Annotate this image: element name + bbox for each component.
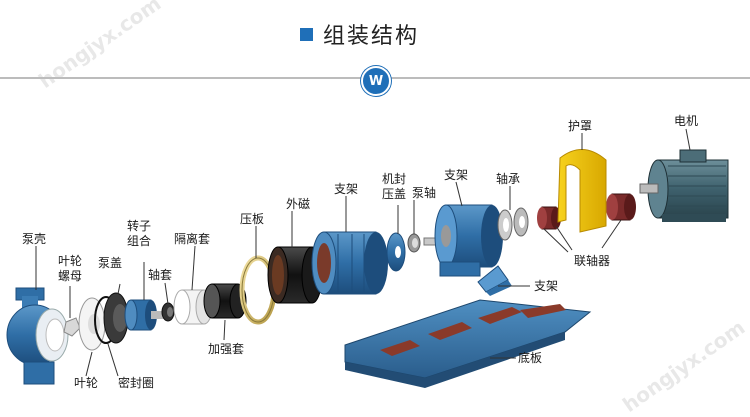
bracket-c-shape xyxy=(477,265,512,296)
pump-casing-shape xyxy=(6,287,69,385)
label-outer-magnet: 外磁 xyxy=(286,197,311,211)
label-pump-cover: 泵盖 xyxy=(98,256,123,270)
reinforcing-sleeve-shape xyxy=(203,283,247,319)
page-title: 组装结构 xyxy=(323,24,420,49)
brand-badge-letter: W xyxy=(368,73,384,89)
leader-lines xyxy=(35,128,691,377)
label-bearing: 轴承 xyxy=(496,172,521,186)
label-motor: 电机 xyxy=(674,114,699,128)
label-mech-seal-gland: 机封 压盖 xyxy=(382,172,407,201)
rotor-assembly-shape xyxy=(124,299,165,331)
label-impeller-nut: 叶轮 螺母 xyxy=(58,254,83,283)
label-impeller: 叶轮 xyxy=(74,376,99,390)
isolation-sleeve-shape xyxy=(173,289,213,325)
label-pump-shaft: 泵轴 xyxy=(412,186,437,200)
label-bracket-c: 支架 xyxy=(534,279,559,293)
bracket-a-shape xyxy=(311,231,388,295)
label-pressure-plate: 压板 xyxy=(240,212,265,226)
shaft-sleeve-shape xyxy=(161,302,175,322)
label-base-plate: 底板 xyxy=(518,351,543,365)
motor-shape xyxy=(639,149,729,222)
label-isolation-sleeve: 隔离套 xyxy=(174,232,211,246)
title-square-icon xyxy=(300,27,313,41)
mech-seal-gland-shape xyxy=(386,232,406,272)
bearing-shape xyxy=(497,207,529,241)
label-bracket-a: 支架 xyxy=(334,182,359,196)
brand-badge: W xyxy=(361,66,391,96)
label-coupling: 联轴器 xyxy=(574,254,611,268)
bracket-b-shape xyxy=(434,204,503,277)
pump-cover-shape xyxy=(103,292,129,344)
title-block: 组装结构 xyxy=(300,17,419,51)
base-plate-shape xyxy=(344,299,592,388)
label-pump-casing: 泵壳 xyxy=(22,232,47,246)
guard-shape xyxy=(557,149,607,233)
coupling-shape xyxy=(537,193,636,230)
label-seal-ring: 密封圈 xyxy=(118,376,155,390)
impeller-nut-shape xyxy=(63,317,81,337)
impeller-shape xyxy=(78,297,106,351)
label-rotor-assembly: 转子 组合 xyxy=(127,219,152,248)
label-reinforcing-sleeve: 加强套 xyxy=(208,342,245,356)
label-bracket-b: 支架 xyxy=(444,168,469,182)
label-guard: 护罩 xyxy=(568,119,593,133)
label-shaft-sleeve: 轴套 xyxy=(148,268,173,282)
